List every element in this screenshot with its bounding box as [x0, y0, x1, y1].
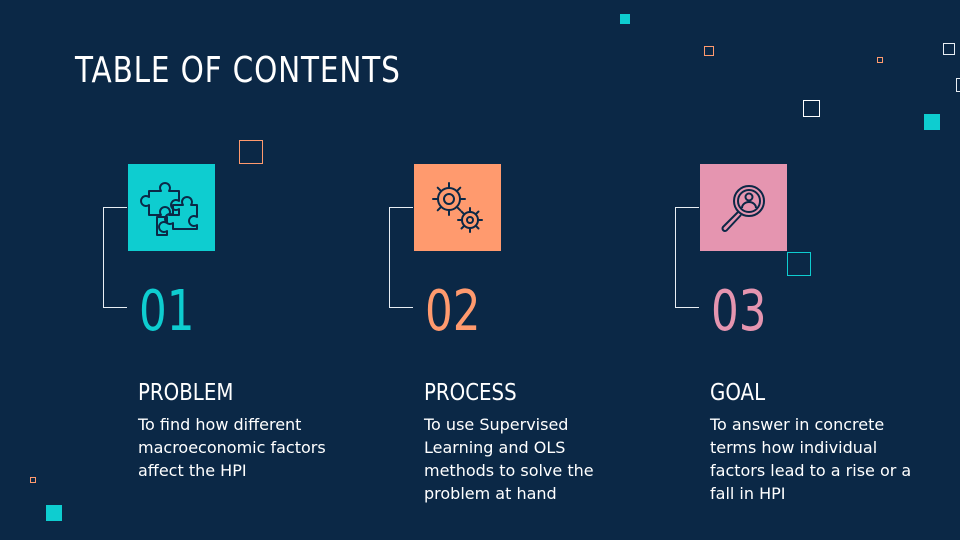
magnifier-user-icon — [721, 184, 765, 232]
icon-box-goal — [700, 164, 787, 251]
connector-bracket — [389, 207, 413, 308]
item-heading: PROBLEM — [138, 380, 234, 406]
item-heading: GOAL — [710, 380, 766, 406]
decor-square — [620, 14, 630, 24]
decor-square — [943, 43, 955, 55]
decor-square — [704, 46, 714, 56]
item-description: To answer in concrete terms how individu… — [710, 415, 912, 503]
decor-square — [46, 505, 62, 521]
connector-bracket — [103, 207, 127, 308]
item-description: To use Supervised Learning and OLS metho… — [424, 415, 594, 503]
decor-square — [956, 78, 960, 92]
puzzle-icon — [139, 181, 198, 236]
item-description: To find how different macroeconomic fact… — [138, 415, 326, 480]
decor-square — [30, 477, 36, 483]
decor-square — [924, 114, 940, 130]
connector-bracket — [675, 207, 699, 308]
item-heading: PROCESS — [424, 380, 517, 406]
decor-square — [877, 57, 883, 63]
decor-square — [787, 252, 811, 276]
item-number: 01 — [139, 279, 195, 344]
decor-square — [239, 140, 263, 164]
item-number: 03 — [711, 279, 767, 344]
decor-square — [803, 100, 820, 117]
item-number: 02 — [425, 279, 481, 344]
icon-box-process — [414, 164, 501, 251]
page-title: TABLE OF CONTENTS — [75, 50, 401, 91]
gears-icon — [431, 181, 483, 233]
icon-box-problem — [128, 164, 215, 251]
